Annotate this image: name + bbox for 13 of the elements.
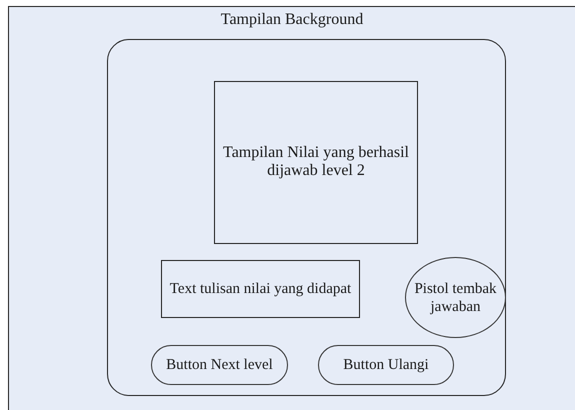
button-label: Button Ulangi <box>342 356 430 374</box>
button <box>151 345 288 385</box>
display-box <box>161 260 360 318</box>
label-text: Tampilan Nilai yang berhasil dijawab level 2 <box>222 144 410 180</box>
label-text: Text tulisan nilai yang didapat <box>168 280 352 298</box>
button-label: Button Next level <box>165 356 274 374</box>
button <box>318 345 454 385</box>
pistol-circle <box>405 257 506 338</box>
label-text: Pistol tembak jawaban <box>413 280 498 316</box>
display-box <box>214 81 418 244</box>
heading: Tampilan Background <box>220 11 364 29</box>
screen-frame <box>107 39 506 396</box>
screen-background <box>8 6 575 410</box>
